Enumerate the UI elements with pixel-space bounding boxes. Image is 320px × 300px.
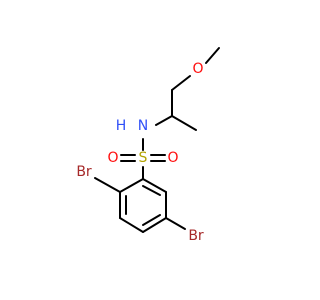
atom-s-sulfonyl: S — [139, 150, 148, 166]
atom-o-sulfonyl-left: O — [107, 150, 118, 166]
bond-ring-c1-c2 — [119, 178, 144, 193]
molecule-structure-diagram: O H N S O O Br Br — [76, 47, 220, 244]
bond-ch-n — [155, 115, 173, 126]
bond-ch-methyl — [171, 115, 197, 131]
bond-methyl-o — [205, 47, 220, 64]
bond-o-ch2 — [171, 75, 191, 91]
bond-ring-c4-c5 — [142, 217, 167, 233]
bond-ring-br-ortho — [94, 177, 121, 193]
bond-group — [94, 47, 220, 233]
atom-n-hydrogen: H — [116, 118, 127, 134]
atom-o-sulfonyl-right: O — [167, 150, 178, 166]
atom-br-meta: Br — [188, 228, 204, 244]
bond-ring-c6-c1 — [142, 178, 167, 193]
bond-ring-c4-c5-inner — [142, 214, 161, 226]
bond-ring-c6-c1-inner — [142, 185, 161, 196]
atom-n-amine: N — [138, 118, 148, 134]
atom-o-methoxy: O — [192, 61, 203, 77]
atom-label-group: O H N S O O Br Br — [76, 61, 204, 244]
bond-ring-c3-c4 — [119, 217, 144, 233]
bond-ring-br-meta — [165, 217, 186, 230]
atom-br-ortho: Br — [76, 164, 92, 180]
